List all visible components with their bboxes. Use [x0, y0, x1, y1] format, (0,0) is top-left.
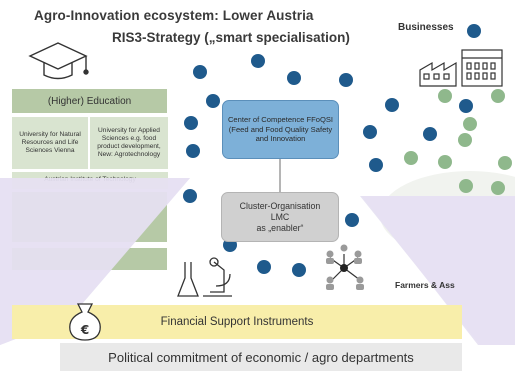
blue-dot: [423, 127, 437, 141]
page-subtitle: RIS3-Strategy („smart specialisation): [112, 30, 350, 45]
blue-dot: [206, 94, 220, 108]
money-bag-icon: [69, 303, 101, 341]
blue-dot: [186, 144, 200, 158]
farmers-label: Farmers & Ass: [395, 280, 455, 290]
office-building-icon: [461, 49, 503, 87]
green-dot: [438, 89, 452, 103]
blue-dot: [292, 263, 306, 277]
blue-dot: [385, 98, 399, 112]
graduation-cap-icon: [28, 42, 89, 80]
political-commitment-bar: Political commitment of economic / agro …: [60, 343, 462, 371]
blue-dot: [339, 73, 353, 87]
page-title: Agro-Innovation ecosystem: Lower Austria: [34, 8, 314, 23]
green-dot: [491, 181, 505, 195]
businesses-label: Businesses: [398, 22, 454, 33]
blue-dot: [363, 125, 377, 139]
education-header: (Higher) Education: [12, 89, 167, 113]
cluster-organisation-box: Cluster-Organisation LMC as „enabler“: [221, 192, 339, 242]
euro-symbol: €: [80, 323, 89, 337]
blue-dot: [251, 54, 265, 68]
center-of-competence-box: Center of Competence FFoQSI (Feed and Fo…: [222, 100, 339, 159]
green-dot: [491, 89, 505, 103]
green-dot: [463, 117, 477, 131]
blue-dot: [193, 65, 207, 79]
green-dot: [404, 151, 418, 165]
green-dot: [498, 156, 512, 170]
green-dot: [459, 179, 473, 193]
blue-dot: [369, 158, 383, 172]
factory-icon: [419, 61, 457, 87]
green-dot: [458, 133, 472, 147]
cluster-line-3: as „enabler“: [256, 222, 304, 233]
blue-dot: [184, 116, 198, 130]
blue-dot: [467, 24, 481, 38]
blue-dot: [287, 71, 301, 85]
cluster-line-2: LMC: [270, 211, 290, 222]
university-applied-sciences: University for Applied Sciences e.g. foo…: [90, 117, 168, 169]
blue-dot: [257, 260, 271, 274]
green-dot: [438, 155, 452, 169]
cluster-line-1: Cluster-Organisation: [239, 200, 321, 211]
blue-dot: [459, 99, 473, 113]
university-boku: University for Natural Resources and Lif…: [12, 117, 88, 169]
green-dots: [404, 89, 512, 195]
blue-dot: [345, 213, 359, 227]
